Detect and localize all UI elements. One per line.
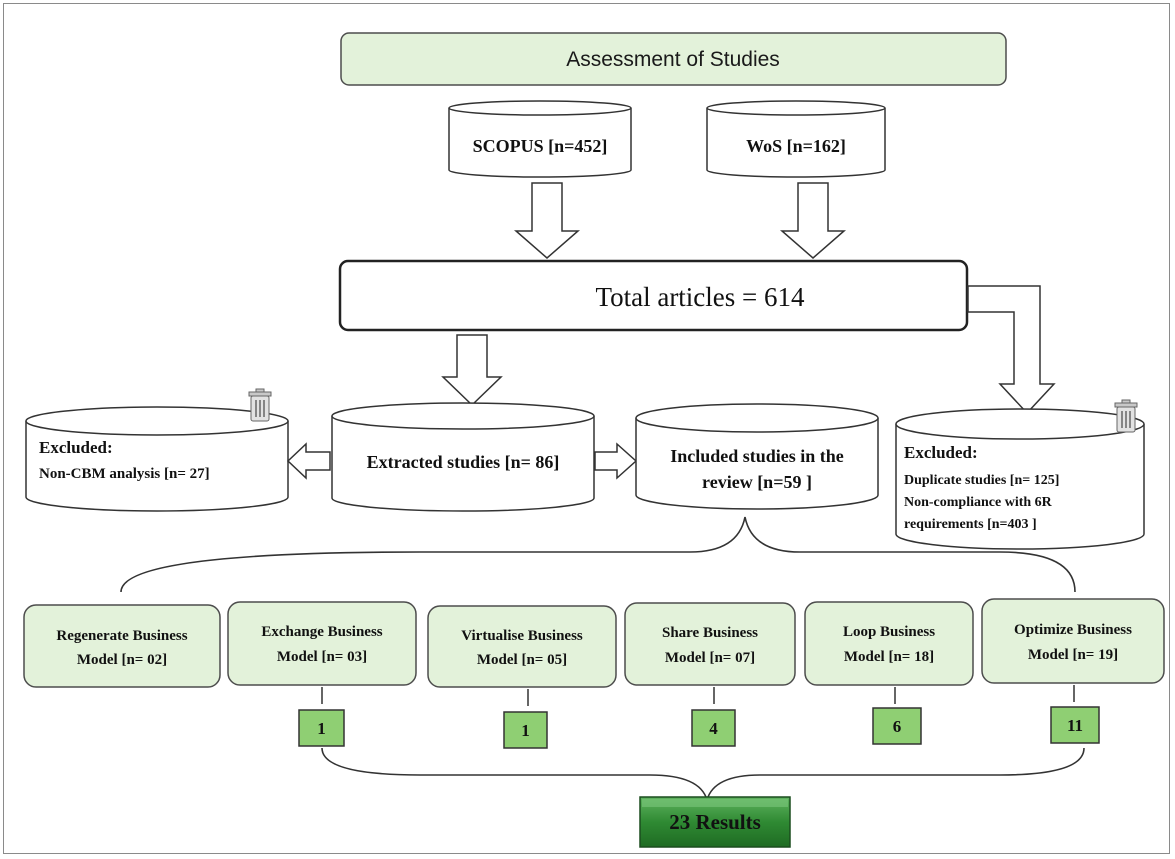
elbow-arrow-icon: [967, 285, 1056, 415]
trash-icon: [1114, 399, 1138, 433]
count-box-virtualise: 1: [503, 711, 548, 749]
total-articles-label: Total articles = 614: [595, 282, 805, 312]
arrow-down-icon: [441, 334, 503, 407]
header-title: Assessment of Studies: [566, 48, 780, 71]
results-label: 23 Results: [669, 810, 761, 834]
model-box-loop: Loop Business Model [n= 18]: [804, 601, 974, 686]
excluded-right-line3: requirements [n=403 ]: [904, 517, 1037, 532]
count-value: 11: [1067, 716, 1083, 735]
diagram-frame: [3, 3, 1170, 854]
count-value: 1: [317, 719, 326, 738]
trash-icon: [248, 388, 272, 422]
wos-cylinder: WoS [n=162]: [706, 100, 886, 178]
total-articles-box: Total articles = 614: [338, 259, 969, 332]
wos-label: WoS [n=162]: [746, 136, 846, 156]
count-box-share: 4: [691, 709, 736, 747]
excluded-left-title: Excluded:: [39, 438, 113, 457]
upper-brace: [120, 516, 1076, 593]
arrow-down-icon: [513, 182, 581, 259]
model-box-virtualise: Virtualise Business Model [n= 05]: [427, 605, 617, 688]
model-label-2: Model [n= 18]: [844, 649, 934, 665]
model-label-2: Model [n= 02]: [77, 652, 167, 668]
arrow-left-icon: [286, 442, 331, 480]
included-line1: Included studies in the: [670, 446, 844, 466]
excluded-right-line1: Duplicate studies [n= 125]: [904, 473, 1059, 488]
results-box: 23 Results: [639, 796, 791, 848]
scopus-label: SCOPUS [n=452]: [473, 136, 608, 156]
excluded-left-line1: Non-CBM analysis [n= 27]: [39, 466, 210, 482]
extracted-label: Extracted studies [n= 86]: [367, 452, 560, 472]
excluded-right-cylinder: Excluded: Duplicate studies [n= 125] Non…: [895, 408, 1145, 550]
model-label-1: Exchange Business: [261, 624, 382, 640]
model-label-1: Regenerate Business: [56, 628, 187, 644]
model-box-share: Share Business Model [n= 07]: [624, 602, 796, 686]
arrow-right-icon: [594, 442, 638, 480]
model-label-1: Virtualise Business: [461, 628, 583, 644]
count-value: 1: [521, 721, 530, 740]
scopus-cylinder: SCOPUS [n=452]: [448, 100, 632, 178]
arrow-down-icon: [779, 182, 847, 259]
extracted-cylinder: Extracted studies [n= 86]: [331, 402, 595, 512]
model-box-regenerate: Regenerate Business Model [n= 02]: [23, 604, 221, 688]
excluded-left-cylinder: Excluded: Non-CBM analysis [n= 27]: [25, 406, 289, 512]
count-box-loop: 6: [872, 707, 922, 745]
model-label-2: Model [n= 03]: [277, 649, 367, 665]
model-label-1: Share Business: [662, 625, 758, 641]
count-box-optimize: 11: [1050, 706, 1100, 744]
model-label-1: Loop Business: [843, 624, 935, 640]
model-box-optimize: Optimize Business Model [n= 19]: [981, 598, 1165, 684]
included-cylinder: Included studies in the review [n=59 ]: [635, 403, 879, 510]
count-box-exchange: 1: [298, 709, 345, 747]
lower-brace: [321, 747, 1085, 803]
model-label-2: Model [n= 07]: [665, 650, 755, 666]
header-box: Assessment of Studies: [340, 32, 1007, 86]
count-value: 4: [709, 719, 718, 738]
model-label-2: Model [n= 05]: [477, 652, 567, 668]
model-label-1: Optimize Business: [1014, 622, 1132, 638]
model-box-exchange: Exchange Business Model [n= 03]: [227, 601, 417, 686]
model-label-2: Model [n= 19]: [1028, 647, 1118, 663]
count-value: 6: [893, 717, 902, 736]
excluded-right-line2: Non-compliance with 6R: [904, 495, 1053, 510]
included-line2: review [n=59 ]: [702, 472, 812, 492]
excluded-right-title: Excluded:: [904, 443, 978, 462]
